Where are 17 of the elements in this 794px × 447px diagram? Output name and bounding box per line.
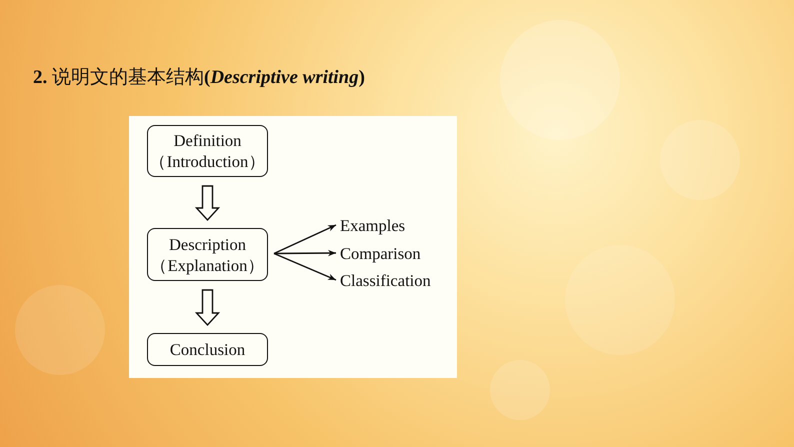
box-text: Definition [174, 130, 242, 151]
item-label: Comparison [340, 243, 421, 263]
process-box [147, 333, 268, 366]
box-text: （Introduction） [150, 151, 266, 172]
arrow [274, 224, 336, 254]
block-arrow [194, 185, 220, 222]
arrow [274, 250, 336, 256]
title: 2. 说明文的基本结构(Descriptive writing) [33, 66, 365, 90]
item-label: Classification [340, 270, 431, 290]
item-label: Examples [340, 215, 406, 235]
process-box [147, 125, 268, 177]
arrow [274, 252, 336, 281]
process-box [147, 228, 268, 281]
box-text: Description [169, 234, 246, 254]
box-text: （Explanation） [150, 254, 264, 276]
block-arrow [194, 289, 220, 326]
box-text: Conclusion [170, 339, 246, 360]
